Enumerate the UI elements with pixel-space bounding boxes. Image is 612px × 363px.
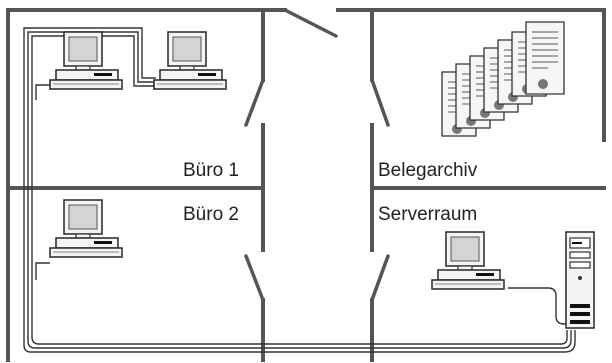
- doors: [244, 8, 390, 302]
- desktop-computer-icon: [49, 199, 123, 258]
- door-entrance: [283, 8, 338, 38]
- desktop-computer-icon: [431, 231, 505, 290]
- door-buero2: [244, 254, 265, 302]
- walls: [6, 8, 606, 362]
- door-buero1: [244, 78, 265, 127]
- door-belegarchiv: [370, 78, 390, 127]
- door-serverraum: [370, 254, 390, 302]
- network-cable: [23, 27, 576, 353]
- document-stack-icon: [441, 21, 565, 137]
- room-label-buero1: Büro 1: [183, 160, 239, 181]
- desktop-computer-icon: [49, 31, 123, 90]
- room-label-serverraum: Serverraum: [378, 204, 477, 225]
- server-tower-icon: [565, 231, 595, 329]
- room-label-belegarchiv: Belegarchiv: [378, 160, 478, 181]
- room-label-buero2: Büro 2: [183, 204, 239, 225]
- desktop-computer-icon: [153, 31, 227, 90]
